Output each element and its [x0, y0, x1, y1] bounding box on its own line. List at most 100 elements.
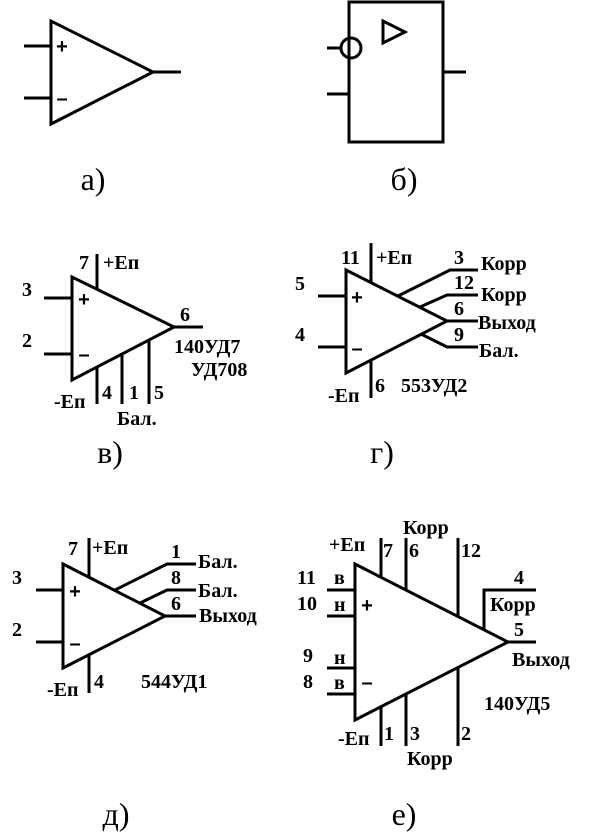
bal1-label-d: Бал.: [198, 551, 238, 573]
minus-sign-e: –: [361, 672, 372, 694]
pin-11-label-e: 11: [297, 567, 316, 589]
caption-b: б): [391, 161, 418, 197]
pin-9-label-g: 9: [454, 324, 464, 346]
pin-9-mark-label-e: н: [334, 647, 346, 669]
pin-6-label-d: 6: [171, 593, 181, 615]
pin-2-label-d: 2: [12, 619, 22, 641]
output-label-e: Выход: [512, 649, 570, 671]
pin-6-label-g: 6: [454, 298, 464, 320]
model-label-d: 544УД1: [141, 671, 207, 693]
opamp-triangle-v: [70, 274, 178, 383]
bal2-label-d: Бал.: [198, 580, 238, 602]
pin-1-label-d: 1: [171, 541, 181, 563]
plus-sign-v: +: [78, 289, 90, 311]
korr1-label-g: Корр: [481, 253, 527, 275]
vminus-label-v: -Еп: [54, 391, 86, 413]
caption-d: д): [103, 796, 130, 832]
pin-5-label-g: 5: [295, 273, 305, 295]
pin-8-label-e: 8: [303, 671, 313, 693]
block-b: [347, 0, 445, 144]
pin-5-label-e: 5: [514, 619, 524, 641]
plus-sign-a: +: [56, 36, 68, 58]
plus-sign-d: +: [69, 581, 81, 603]
vminus-label-e: -Еп: [338, 728, 370, 750]
model-label-g: 553УД2: [401, 375, 467, 397]
pin-8-lead-d: [139, 588, 196, 605]
pin-10-label-e: 10: [297, 593, 317, 615]
pin-11-mark-label-e: в: [334, 567, 345, 589]
minus-sign-v: –: [78, 344, 89, 366]
vminus-label-g: -Еп: [328, 385, 360, 407]
vplus-label-g: +Еп: [376, 247, 412, 269]
pin-12-label-e: 12: [461, 540, 481, 562]
amplifier-mark-b: [381, 18, 409, 46]
pin-6-supply-label-g: 6: [375, 375, 385, 397]
symbol-d: + – 7 +Еп 3 2 -Еп 4 544УД1 1 Бал. 8 Бал.…: [12, 537, 257, 701]
model-alt-label-v: УД708: [191, 359, 247, 381]
vminus-label-d: -Еп: [47, 679, 79, 701]
korr-bottom-label-e: Корр: [407, 748, 453, 770]
plus-sign-g: +: [351, 287, 363, 309]
korr-right-label-e: Корр: [490, 594, 536, 616]
model-label-e: 140УД5: [484, 693, 550, 715]
pin-4-label-e: 4: [514, 567, 524, 589]
pin-8-label-d: 8: [171, 567, 181, 589]
pin-4-label-d: 4: [94, 671, 104, 693]
caption-e: е): [392, 796, 417, 832]
vplus-label-v: +Еп: [103, 252, 139, 274]
plus-sign-e: +: [361, 595, 373, 617]
pin-3-label-g: 3: [454, 247, 464, 269]
opamp-triangle-a: [49, 18, 157, 127]
pin-10-mark-label-e: н: [334, 594, 346, 616]
caption-a: а): [81, 161, 106, 197]
korr-top-label-e: Корр: [403, 517, 449, 539]
output-label-g: Выход: [478, 312, 536, 334]
opamp-triangle-g: [344, 267, 451, 376]
vplus-label-e: +Еп: [329, 534, 365, 556]
opamp-triangle-d: [61, 561, 169, 671]
pin-3-label-e: 3: [410, 723, 420, 745]
caption-v: в): [97, 434, 123, 470]
pin-1-lead-d: [114, 562, 196, 592]
pin-9-label-e: 9: [303, 645, 313, 667]
minus-sign-a: –: [56, 88, 67, 110]
pin-3-label-d: 3: [12, 567, 22, 589]
symbol-e: + – Корр +Еп 7 6 12 11 в 10 н 9 н 8 в 4 …: [297, 517, 570, 770]
pin-2-label-e: 2: [461, 723, 471, 745]
model-label-v: 140УД7: [174, 336, 240, 358]
pin-4-label-v: 4: [102, 382, 112, 404]
pin-5-label-v: 5: [154, 382, 164, 404]
symbol-a: + –: [24, 18, 181, 127]
pin-6-label-v: 6: [180, 304, 190, 326]
pin-3-label-v: 3: [22, 279, 32, 301]
symbol-b: [327, 0, 466, 144]
pin-12-label-g: 12: [454, 272, 474, 294]
vplus-label-d: +Еп: [92, 537, 128, 559]
minus-sign-g: –: [351, 338, 362, 360]
pin-1-label-v: 1: [129, 382, 139, 404]
pin-8-mark-label-e: в: [334, 672, 345, 694]
output-label-d: Выход: [199, 605, 257, 627]
korr2-label-g: Корр: [481, 284, 527, 306]
opamp-triangle-e: [353, 561, 512, 723]
minus-sign-d: –: [69, 633, 80, 655]
pin-12-lead-g: [419, 293, 478, 309]
pin-3-lead-g: [397, 268, 478, 298]
symbol-v: + – 7 +Еп 3 2 6 140УД7 УД708 -Еп 4 1 5 Б…: [22, 252, 247, 430]
pin-6-label-e: 6: [409, 540, 419, 562]
bal-label-g: Бал.: [479, 340, 519, 362]
pin-11-label-g: 11: [341, 247, 360, 269]
pin-4-label-g: 4: [295, 324, 305, 346]
pin-7-label-v: 7: [79, 252, 89, 274]
pin-7-label-d: 7: [68, 538, 78, 560]
symbol-g: + – 11 +Еп 5 4 -Еп 6 553УД2 3 Корр 12 Ко…: [295, 243, 536, 407]
bal-label-v: Бал.: [117, 408, 157, 430]
pin-1-label-e: 1: [384, 723, 394, 745]
pin-4-lead-e: [482, 588, 536, 629]
pin-9-lead-g: [420, 332, 478, 349]
pin-7-label-e: 7: [383, 540, 393, 562]
inversion-circle-b: [339, 36, 363, 60]
caption-g: г): [370, 434, 394, 470]
pin-2-label-v: 2: [22, 330, 32, 352]
